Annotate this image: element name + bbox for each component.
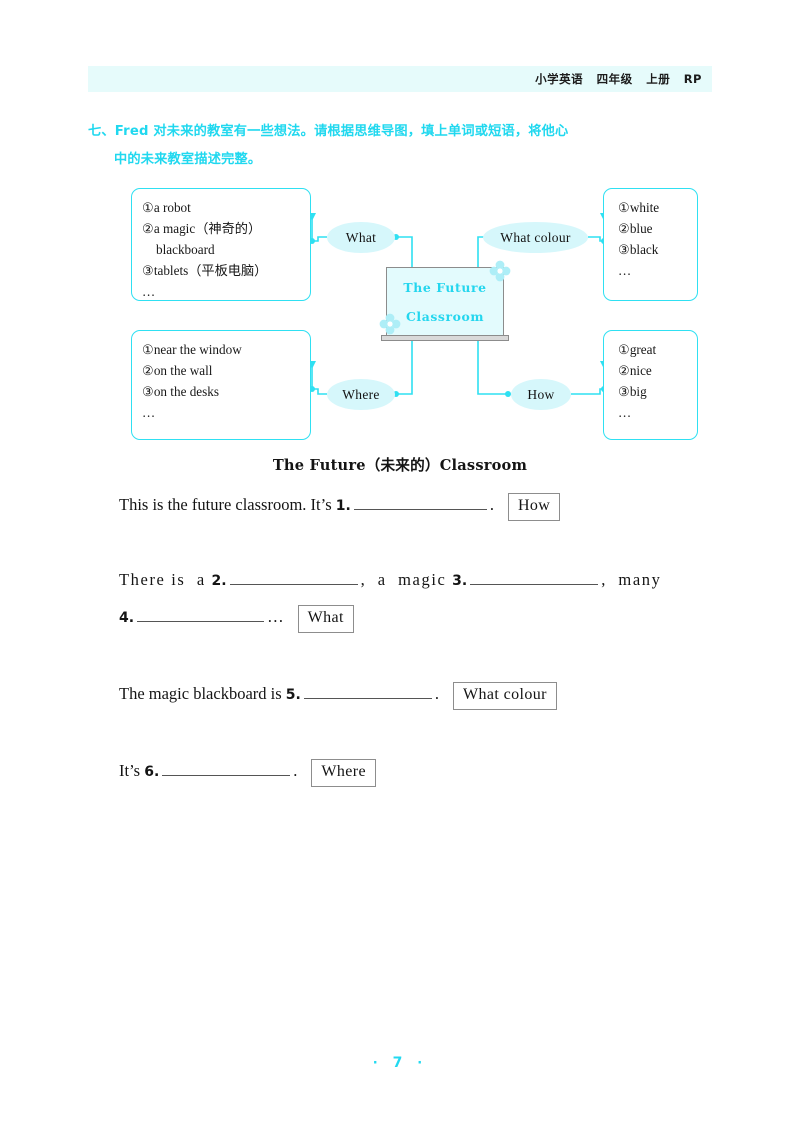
list-item: ③big — [618, 384, 647, 399]
hint-tag-what-colour[interactable]: What colour — [452, 682, 557, 710]
mindmap-box-what-items: ①a robot ②a magic（神奇的） blackboard ③table… — [131, 188, 311, 301]
sentence-2-text: There is a — [119, 570, 212, 589]
list-item: ①great — [618, 342, 657, 357]
list-item: ②a magic（神奇的） — [142, 221, 262, 236]
footer-dot-right: · — [417, 1056, 428, 1071]
list-item: ②nice — [618, 363, 652, 378]
answer-blank-5[interactable] — [303, 683, 432, 699]
list-item: ①a robot — [142, 200, 191, 215]
sentence-5-text: It’s — [119, 761, 145, 780]
footer-dot-left: · — [372, 1056, 383, 1071]
sentence-5-period: . — [293, 761, 298, 780]
sentence-2-tail: , many — [601, 570, 662, 589]
list-item: ②on the wall — [142, 363, 213, 378]
answer-blank-6[interactable] — [162, 760, 291, 776]
list-item-ellipsis: … — [142, 284, 157, 299]
answer-blank-3[interactable] — [470, 569, 599, 585]
list-item-ellipsis: … — [618, 263, 633, 278]
sentence-row-3: 4. … What — [119, 602, 719, 633]
list-item-ellipsis: … — [142, 405, 157, 420]
sentence-4-text: The magic blackboard is — [119, 684, 286, 703]
list-item: ③tablets（平板电脑） — [142, 263, 268, 278]
list-item-ellipsis: … — [618, 405, 633, 420]
sentence-1-text: This is the future classroom. It’s — [119, 495, 336, 514]
question-title-line1: 七、Fred 对未来的教室有一些想法。请根据思维导图，填上单词或短语，将他心 — [88, 124, 569, 139]
blank-number-3: 3. — [452, 573, 468, 589]
list-item: ①near the window — [142, 342, 242, 357]
list-item: ①white — [618, 200, 660, 215]
blank-number-4: 4. — [119, 610, 135, 626]
hint-tag-how[interactable]: How — [507, 493, 561, 521]
diagram-caption: The Future（未来的）Classroom — [272, 457, 528, 474]
blackboard-ledge — [381, 335, 509, 341]
question-title: 七、Fred 对未来的教室有一些想法。请根据思维导图，填上单词或短语，将他心 中… — [88, 118, 716, 174]
mindmap-node-what: What — [327, 222, 395, 253]
list-item: ②blue — [618, 221, 653, 236]
mindmap-box-how-items: ①great ②nice ③big … — [603, 330, 698, 440]
sentence-row-5: It’s 6. . Where — [119, 756, 719, 787]
sentence-2-mid: , a magic — [360, 570, 453, 589]
flower-icon — [489, 260, 511, 282]
blank-number-2: 2. — [211, 573, 227, 589]
sentence-4-period: . — [434, 684, 439, 703]
sentence-row-2: There is a 2. , a magic 3. , many — [119, 565, 719, 596]
question-title-line2: 中的未来教室描述完整。 — [114, 152, 262, 167]
answer-sentences: This is the future classroom. It’s 1. . … — [119, 490, 719, 787]
sentence-row-4: The magic blackboard is 5. . What colour — [119, 679, 719, 710]
list-item-continuation: blackboard — [156, 242, 215, 257]
header-subject-label: 小学英语 四年级 上册 RP — [535, 72, 702, 86]
page-header-band: 小学英语 四年级 上册 RP — [88, 66, 712, 92]
mindmap-box-colour-items: ①white ②blue ③black … — [603, 188, 698, 301]
blackboard-title-line2: Classroom — [405, 309, 485, 324]
answer-blank-1[interactable] — [353, 494, 487, 510]
mindmap-node-how: How — [511, 379, 571, 410]
answer-blank-2[interactable] — [229, 569, 358, 585]
mindmap-node-what-colour: What colour — [483, 222, 588, 253]
blank-number-1: 1. — [335, 498, 351, 514]
blank-number-5: 5. — [285, 687, 301, 703]
blank-number-6: 6. — [144, 764, 160, 780]
mind-map-diagram: ①a robot ②a magic（神奇的） blackboard ③table… — [0, 175, 800, 450]
answer-blank-4[interactable] — [137, 606, 265, 622]
blackboard-title: The Future Classroom — [386, 273, 504, 331]
page-footer: · 7 · — [0, 1055, 800, 1071]
blackboard-title-line1: The Future — [403, 280, 487, 295]
list-item: ③black — [618, 242, 659, 257]
sentence-3-ellipsis: … — [267, 607, 284, 626]
flower-icon — [379, 313, 401, 335]
page-number: 7 — [392, 1055, 408, 1071]
mindmap-box-where-items: ①near the window ②on the wall ③on the de… — [131, 330, 311, 440]
sentence-row-1: This is the future classroom. It’s 1. . … — [119, 490, 719, 521]
list-item: ③on the desks — [142, 384, 220, 399]
hint-tag-what[interactable]: What — [297, 605, 354, 633]
hint-tag-where[interactable]: Where — [311, 759, 377, 787]
mindmap-node-where: Where — [327, 379, 395, 410]
blackboard-shape — [386, 267, 504, 337]
sentence-1-period: . — [489, 495, 494, 514]
